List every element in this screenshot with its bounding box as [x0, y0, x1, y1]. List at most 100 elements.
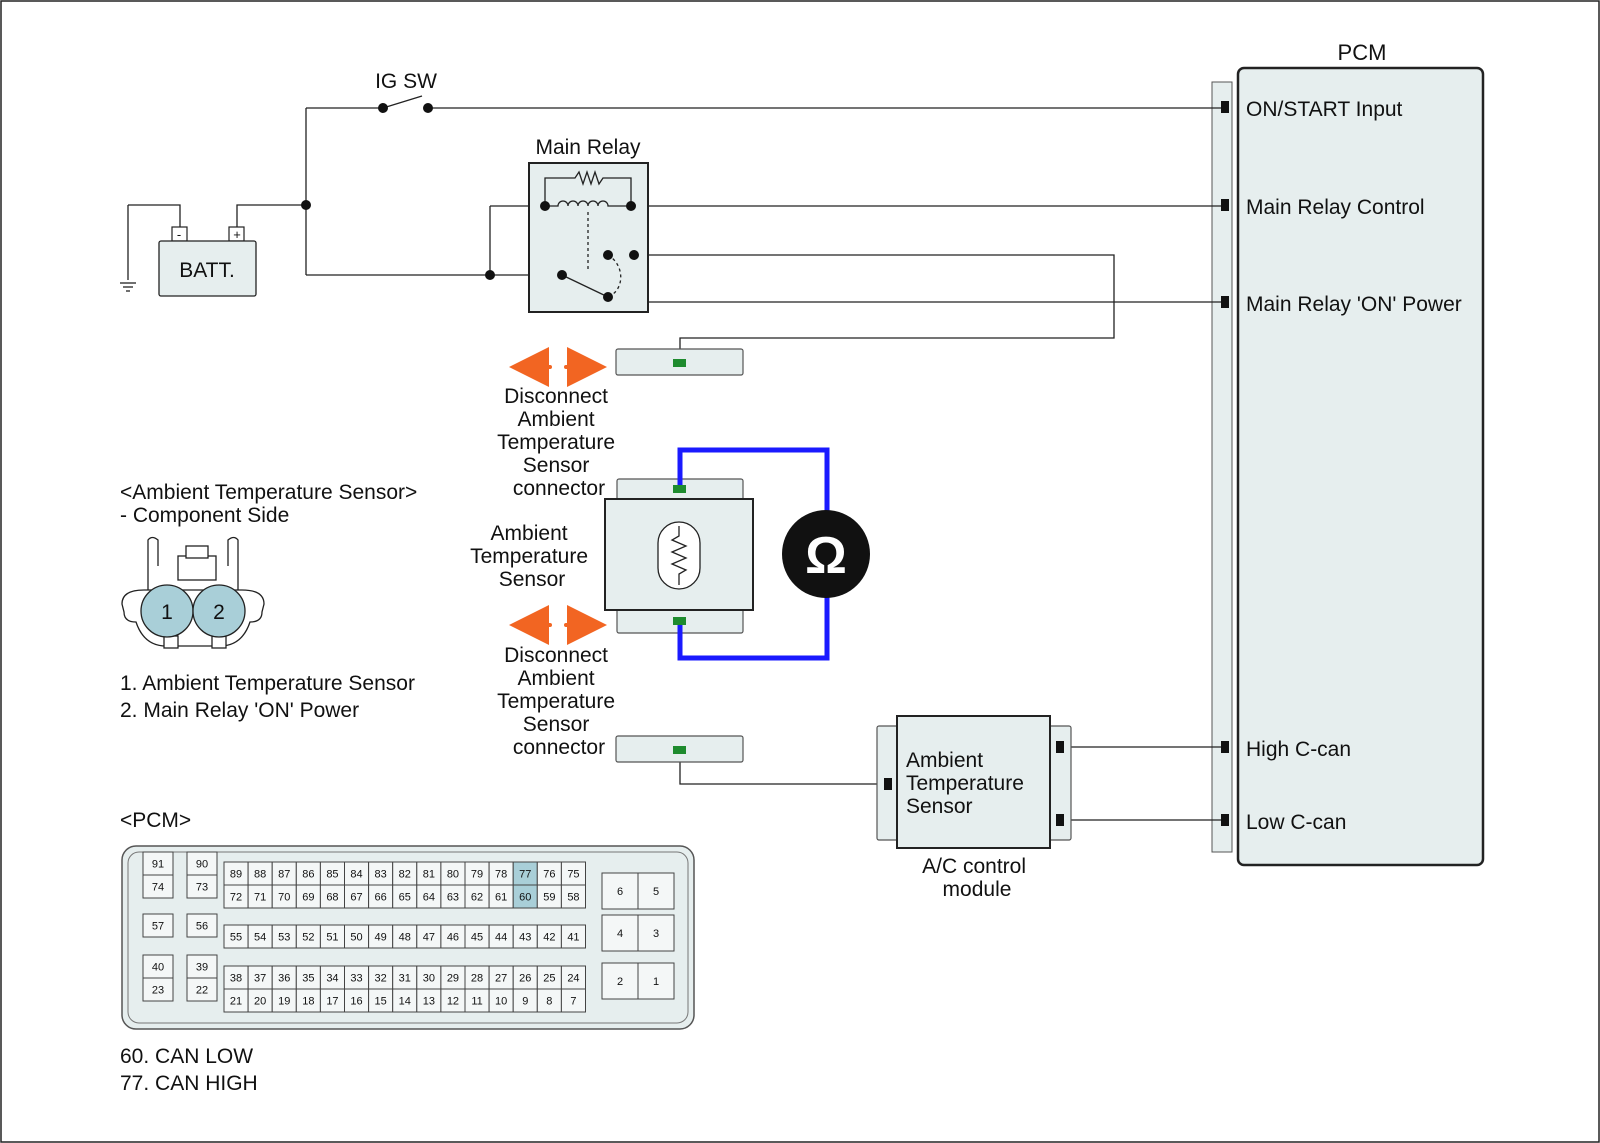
pcm-pin-label: 22 [196, 985, 208, 997]
pcm-pin-label: 83 [375, 869, 387, 881]
pcm-pin-label: 71 [254, 892, 266, 904]
pcm-pin-label: 29 [447, 973, 459, 985]
pcm-connector-title: <PCM> [120, 809, 191, 832]
pcm-pin-label: 65 [399, 892, 411, 904]
terminal-icon [673, 617, 686, 625]
pcm-pin-cell [637, 872, 675, 910]
pcm-pin-label: 18 [302, 996, 314, 1008]
battery-minus: - [177, 227, 181, 242]
pcm-title: PCM [1338, 40, 1387, 65]
pcm-pin-cell [637, 914, 675, 952]
pcm-pin-label: 77 [519, 869, 531, 881]
pcm-pin-label: 1 [653, 976, 659, 988]
pcm-pin-label: 24 [567, 973, 579, 985]
pcm-pin-label: 6 [617, 886, 623, 898]
pcm-terminal [1221, 199, 1229, 211]
component-subtitle: - Component Side [120, 504, 289, 527]
pcm-pin-label: 14 [399, 996, 411, 1008]
pcm-pin-label: 26 [519, 973, 531, 985]
ambient-sensor-label: Ambient Temperature Sensor [470, 522, 594, 591]
pcm-pin-label: 76 [543, 869, 555, 881]
pcm-pin-label: 40 [152, 962, 164, 974]
pcm-pin-label: 57 [152, 921, 164, 933]
pcm-pin-label: 47 [423, 932, 435, 944]
battery-plus: + [233, 227, 241, 242]
pcm-pin-label: 80 [447, 869, 459, 881]
pcm-pin-label: 35 [302, 973, 314, 985]
pcm-pin-label: 68 [326, 892, 338, 904]
junction-dots [301, 103, 495, 280]
pcm-pin-label: 64 [423, 892, 435, 904]
ambient-sensor [604, 478, 754, 634]
connector-top [615, 348, 744, 376]
pcm-pin-label: 49 [375, 932, 387, 944]
component-legend-2: 2. Main Relay 'ON' Power [120, 699, 359, 722]
disconnect-label-bottom: Disconnect Ambient Temperature Sensor co… [497, 644, 621, 759]
pcm-pin-cell [142, 977, 174, 1002]
pcm-pin-cell [637, 962, 675, 1000]
pcm-pin-label: 39 [196, 962, 208, 974]
pcm-pin-cell [601, 872, 639, 910]
switch-contact-icon [423, 103, 433, 113]
terminal-icon [673, 485, 686, 493]
pcm-pin-label: 20 [254, 996, 266, 1008]
terminal-icon [673, 359, 686, 367]
pcm-pin-label: 84 [350, 869, 362, 881]
pcm-pin-label: 52 [302, 932, 314, 944]
connector-pin-2: 2 [213, 601, 225, 624]
pcm-pin-on-start: ON/START Input [1246, 98, 1403, 121]
pcm-pin-main-relay-control: Main Relay Control [1246, 196, 1425, 219]
pcm-pin-label: 10 [495, 996, 507, 1008]
pcm-pin-cell [186, 977, 218, 1002]
disconnect-arrows [509, 347, 607, 645]
pcm-pin-label: 61 [495, 892, 507, 904]
pcm-pin-main-relay-on-power: Main Relay 'ON' Power [1246, 293, 1462, 316]
meter-leads [677, 447, 830, 661]
pcm-pin-label: 56 [196, 921, 208, 933]
pcm-pin-label: 70 [278, 892, 290, 904]
ac-module-name: Ambient Temperature Sensor [906, 749, 1030, 818]
ohmmeter-icon [782, 510, 870, 598]
battery-label: BATT. [179, 259, 235, 282]
pcm-pin-cell [186, 913, 218, 938]
connector-bottom [615, 735, 744, 763]
pcm-pin-label: 48 [399, 932, 411, 944]
pcm-pin-label: 54 [254, 932, 266, 944]
pcm-pin-label: 62 [471, 892, 483, 904]
pcm-terminal [1221, 101, 1229, 113]
pcm-pin-label: 23 [152, 985, 164, 997]
pcm-pin-cell [560, 988, 587, 1013]
pcm-pin-label: 72 [230, 892, 242, 904]
pcm-pin-label: 42 [543, 932, 555, 944]
pcm-pin-label: 86 [302, 869, 314, 881]
ac-module-caption: A/C control module [922, 855, 1032, 901]
pcm-pin-label: 25 [543, 973, 555, 985]
pcm-pin-label: 36 [278, 973, 290, 985]
pcm-pin-label: 73 [196, 882, 208, 894]
terminal-icon [673, 746, 686, 754]
pcm-pin-label: 51 [326, 932, 338, 944]
pcm-pin-label: 7 [570, 996, 576, 1008]
pcm-pin-label: 79 [471, 869, 483, 881]
pcm-pin-label: 8 [546, 996, 552, 1008]
pcm-pin-label: 43 [519, 932, 531, 944]
ohm-symbol: Ω [805, 527, 847, 585]
pcm-pin-label: 32 [375, 973, 387, 985]
pcm-pin-label: 38 [230, 973, 242, 985]
ac-terminal [884, 778, 892, 790]
pcm-pin-label: 33 [350, 973, 362, 985]
pcm-pin-label: 60 [519, 892, 531, 904]
pcm-pin-label: 16 [350, 996, 362, 1008]
pcm-pin-cell [560, 924, 587, 949]
disconnect-label-top: Disconnect Ambient Temperature Sensor co… [497, 385, 621, 500]
pcm-terminal [1221, 814, 1229, 826]
pcm-pin-label: 3 [653, 928, 659, 940]
pcm-pin-label: 41 [567, 932, 579, 944]
pcm-pin-label: 87 [278, 869, 290, 881]
pcm-pin-label: 5 [653, 886, 659, 898]
pcm-legend-2: 77. CAN HIGH [120, 1072, 258, 1095]
switch-contact-icon [378, 103, 388, 113]
pcm-pin-label: 85 [326, 869, 338, 881]
